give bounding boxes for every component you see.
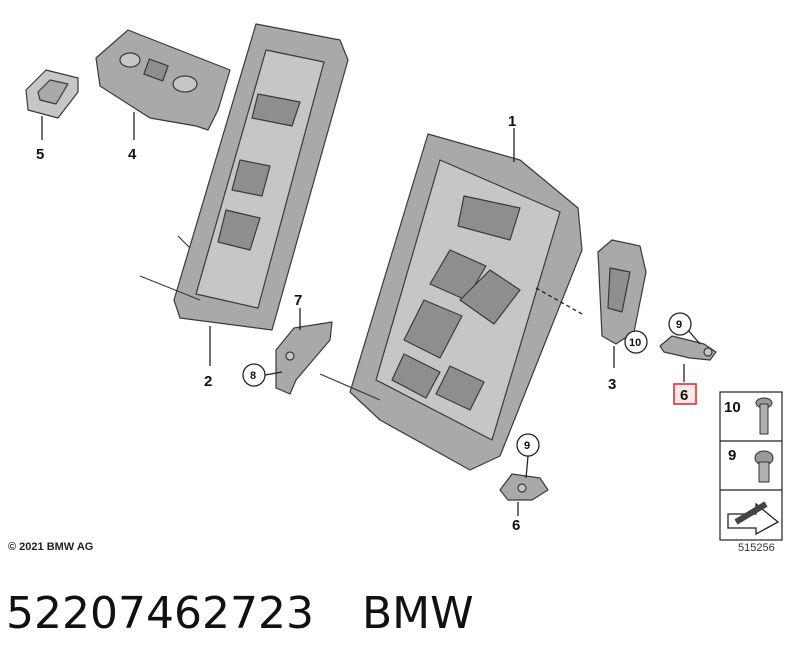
- arrow-icon: [727, 501, 780, 536]
- brand-name: BMW: [361, 588, 474, 639]
- callout-9-bottom: 9: [524, 440, 530, 452]
- part-2-backrest-frame-left: [139, 23, 349, 331]
- footer-caption: 52207462723 BMW: [6, 588, 474, 639]
- callout-9-left: 8: [250, 370, 256, 382]
- copyright-notice: © 2021 BMW AG: [8, 541, 94, 553]
- part-1-backrest-frame-main: [319, 133, 583, 471]
- part-4-cover-plate: [95, 29, 231, 131]
- screw-long-icon: [755, 397, 773, 435]
- callout-2: 2: [204, 373, 212, 390]
- callout-6-highlight: [673, 383, 697, 405]
- fastener-legend: [719, 391, 783, 541]
- part-5-trim-clip: [25, 69, 79, 119]
- part-8-hinge-bracket: [275, 321, 333, 395]
- part-6-hinge: [659, 335, 717, 361]
- diagram-number: 515256: [738, 542, 775, 554]
- part-7-lower-bracket: [499, 473, 549, 501]
- legend-number-9: 9: [728, 447, 736, 464]
- callout-7: 6: [512, 517, 520, 534]
- callout-10: 10: [629, 337, 641, 349]
- part-3-side-bracket: [597, 239, 647, 345]
- callout-3: 3: [608, 376, 616, 393]
- callout-4: 4: [128, 146, 137, 163]
- legend-number-10: 10: [724, 399, 741, 416]
- callout-9-right: 9: [676, 319, 682, 331]
- screw-short-icon: [754, 450, 774, 483]
- callout-1: 1: [508, 113, 516, 130]
- callout-5: 5: [36, 146, 44, 163]
- part-number: 52207462723: [6, 588, 314, 639]
- callout-8: 7: [294, 292, 302, 309]
- callout-6: 6: [680, 387, 688, 404]
